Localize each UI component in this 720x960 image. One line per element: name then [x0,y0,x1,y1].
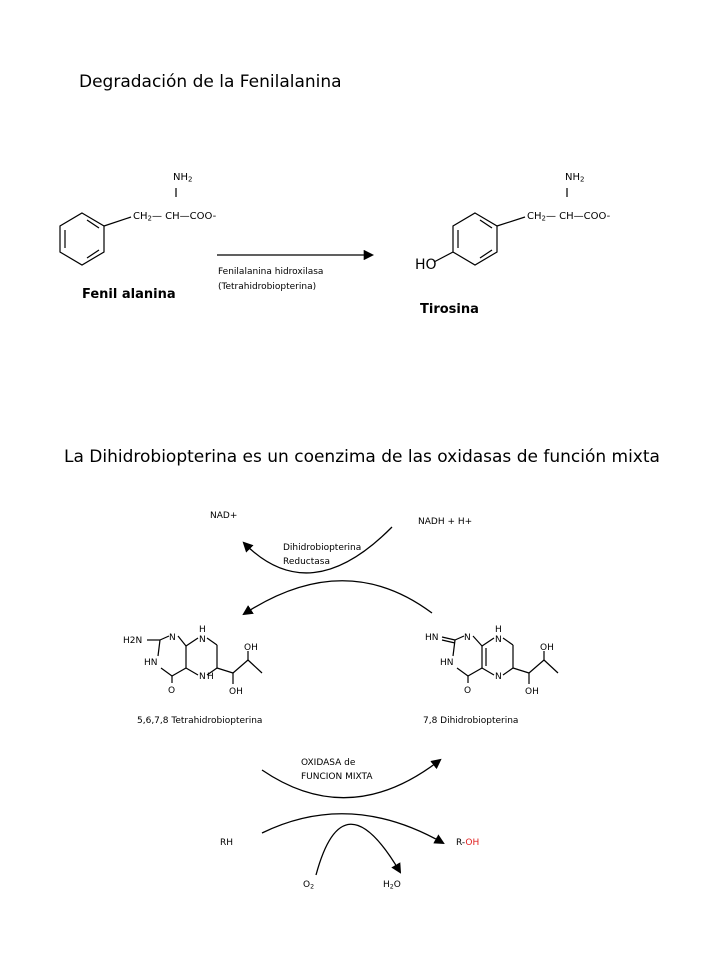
dhb-n-bottom: N [495,672,502,682]
oxidase-label-1: OXIDASA de [301,758,356,768]
tyr-nh2-label: NH2 [565,172,585,184]
thb-nh-top: H [199,625,206,635]
thb-name: 5,6,7,8 Tetrahidrobiopterina [137,716,263,726]
dhb-n-ring: N [495,635,502,645]
thb-o: O [168,686,175,696]
thb-n1: N [169,633,176,643]
dhb-hn-top: HN [425,633,439,643]
reductase-label-2: Reductasa [283,557,330,567]
section1-title: Degradación de la Fenilalanina [79,72,342,92]
enzyme-label-1: Fenilalanina hidroxilasa [218,267,324,277]
reductase-arrow-upper [242,526,393,574]
enzyme-label-2: (Tetrahidrobiopterina) [218,282,317,292]
oxidase-label-2: FUNCION MIXTA [301,772,373,782]
nad-label: NAD+ [210,511,238,521]
dhb-h-top: H [495,625,502,635]
section2-title: La Dihidrobiopterina es un coenzima de l… [64,447,660,467]
dhb-o: O [464,686,471,696]
thb-oh1: OH [244,643,258,653]
rh-label: RH [220,838,234,848]
reductase-label-1: Dihidrobiopterina [283,543,362,553]
thb-n-ring: N [199,635,206,645]
dhb-name: 7,8 Dihidrobiopterina [423,716,519,726]
oxidase-arrow-lower [261,813,445,845]
tyr-benzene-ring [433,212,526,266]
dhb-hn: HN [440,658,454,668]
tyr-hydroxyl: HO [415,257,437,273]
h2o-label: H2O [383,880,401,891]
phe-side-chain: CH2— CH—COO- [133,211,217,223]
tyr-name: Tirosina [420,302,479,317]
roh-label: R-OH [456,838,480,848]
phe-name: Fenil alanina [82,287,176,302]
o2-label: O2 [303,880,315,891]
thb-oh2: OH [229,687,243,697]
phe-benzene-ring [59,212,132,266]
dhb-structure: HN N H N HN O N OH OH [425,625,559,697]
tyr-side-chain: CH2— CH—COO- [527,211,611,223]
oxidase-arrow-upper [261,758,442,799]
phe-nh2-label: NH2 [173,172,193,184]
thb-n-bottom: N [199,672,206,682]
roh-hydroxyl: OH [465,838,480,848]
reductase-arrow-lower [242,580,433,616]
dhb-n1: N [464,633,471,643]
thb-h2n: H2N [123,636,142,646]
nadh-label: NADH + H+ [418,517,473,527]
thb-structure: H2N N H N HN O N H OH OH [123,625,263,697]
o2-h2o-arrow [315,823,402,876]
thb-hn: HN [144,658,158,668]
dhb-oh2: OH [525,687,539,697]
thb-h-bottom: H [207,672,214,682]
dhb-oh1: OH [540,643,554,653]
